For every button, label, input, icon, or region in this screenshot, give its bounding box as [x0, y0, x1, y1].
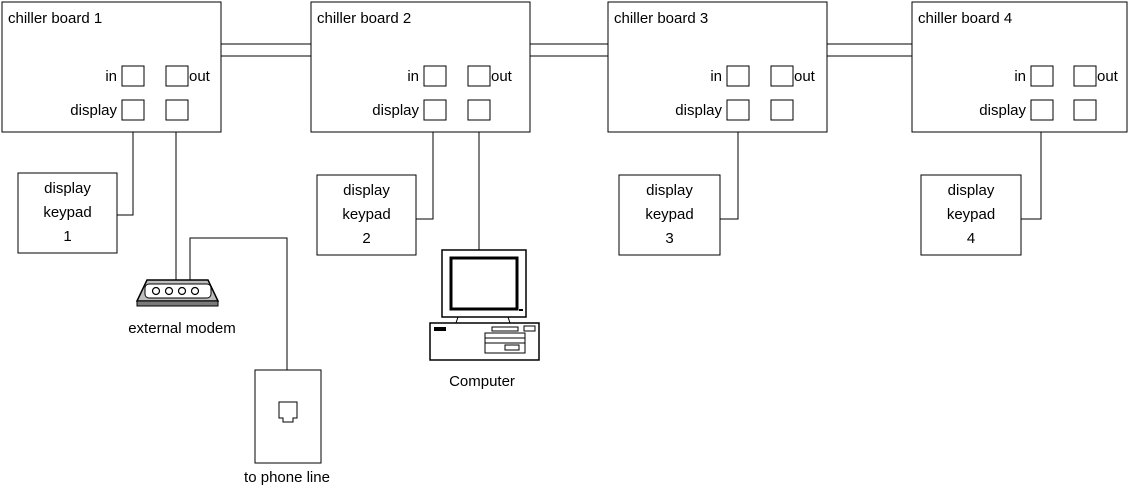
- out-port: [1073, 65, 1097, 87]
- keypad-line2: keypad: [645, 206, 693, 223]
- display-port: [726, 99, 750, 121]
- keypad-line2: keypad: [342, 206, 390, 223]
- aux-port: [165, 99, 189, 121]
- in-port: [726, 65, 750, 87]
- out-port-label: out: [189, 68, 211, 85]
- in-port: [121, 65, 145, 87]
- out-port: [770, 65, 794, 87]
- keypad-link-2: [416, 120, 434, 220]
- chiller-board-2: chiller board 2 in out display: [310, 1, 531, 133]
- aux-port: [467, 99, 491, 121]
- out-port-label: out: [1097, 68, 1119, 85]
- aux-port: [770, 99, 794, 121]
- board-title: chiller board 3: [614, 10, 708, 27]
- keypad-number: 3: [665, 230, 673, 247]
- keypad-line1: display: [343, 182, 390, 199]
- in-port: [423, 65, 447, 87]
- in-port-label: in: [105, 68, 117, 85]
- display-port: [1030, 99, 1054, 121]
- chiller-board-1: chiller board 1 in out display: [1, 1, 222, 133]
- keypad-line1: display: [44, 180, 91, 197]
- in-port-label: in: [710, 68, 722, 85]
- keypad-line1: display: [646, 182, 693, 199]
- keypad-number: 4: [967, 230, 975, 247]
- board-title: chiller board 4: [918, 10, 1012, 27]
- display-keypad-2: display keypad 2: [316, 174, 417, 256]
- display-port: [423, 99, 447, 121]
- keypad-line2: keypad: [947, 206, 995, 223]
- display-port-label: display: [372, 102, 419, 119]
- out-port: [467, 65, 491, 87]
- chiller-board-4: chiller board 4 in out display: [911, 1, 1128, 133]
- computer-label: Computer: [449, 373, 515, 390]
- display-port-label: display: [675, 102, 722, 119]
- display-port-label: display: [979, 102, 1026, 119]
- display-port: [121, 99, 145, 121]
- out-port-label: out: [794, 68, 816, 85]
- display-keypad-1: display keypad 1: [17, 172, 118, 254]
- chiller-board-3: chiller board 3 in out display: [607, 1, 828, 133]
- board-title: chiller board 1: [8, 10, 102, 27]
- phone-link: [189, 237, 288, 388]
- keypad-link-4: [1021, 120, 1042, 220]
- phone-jack-icon: [254, 369, 322, 464]
- in-port: [1030, 65, 1054, 87]
- board-title: chiller board 2: [317, 10, 411, 27]
- phone-line-label: to phone line: [244, 469, 330, 486]
- keypad-link-3: [720, 120, 739, 220]
- out-port-label: out: [491, 68, 513, 85]
- in-port-label: in: [1014, 68, 1026, 85]
- display-port-label: display: [70, 102, 117, 119]
- modem-icon: [135, 279, 220, 307]
- keypad-line2: keypad: [43, 204, 91, 221]
- keypad-line1: display: [948, 182, 995, 199]
- computer-icon: [429, 249, 540, 361]
- display-keypad-3: display keypad 3: [618, 174, 721, 256]
- aux-port: [1073, 99, 1097, 121]
- display-keypad-4: display keypad 4: [920, 174, 1022, 256]
- keypad-link-1: [117, 120, 134, 216]
- keypad-number: 1: [63, 228, 71, 245]
- modem-label: external modem: [128, 320, 236, 337]
- keypad-number: 2: [362, 230, 370, 247]
- out-port: [165, 65, 189, 87]
- in-port-label: in: [407, 68, 419, 85]
